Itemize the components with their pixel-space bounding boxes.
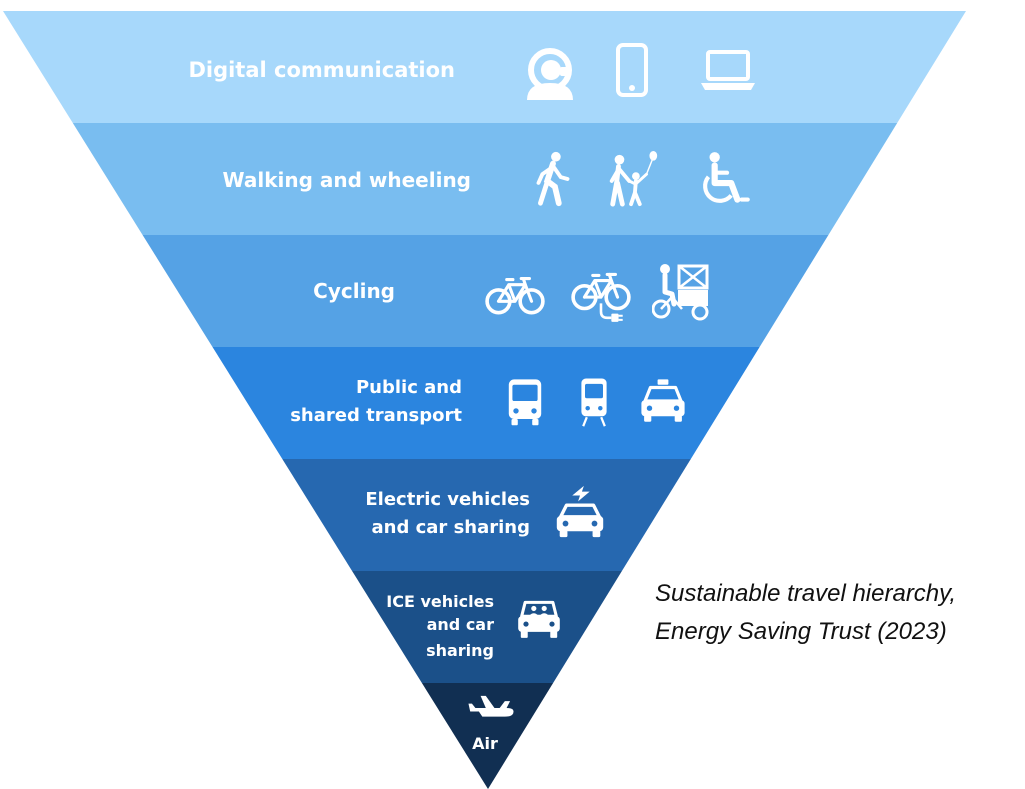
tier-digital-label: Digital communication [188, 58, 455, 82]
tier-digital: Digital communication [3, 11, 966, 123]
tier-ice-label: sharing [426, 641, 494, 660]
tier-air: Air [421, 683, 554, 789]
tier-public-band [212, 347, 760, 459]
tier-public: Public and shared transport [212, 347, 760, 459]
tier-cycling: Cycling [142, 235, 829, 347]
tier-air-label: Air [472, 734, 498, 753]
tier-cycling-band [142, 235, 829, 347]
source-caption: Sustainable travel hierarchy, Energy Sav… [655, 575, 1020, 651]
tier-electric-label: Electric vehicles [365, 489, 530, 510]
tier-electric-label: and car sharing [372, 517, 531, 538]
caption-line-1: Sustainable travel hierarchy, [655, 580, 957, 607]
tier-walking-label: Walking and wheeling [223, 168, 472, 192]
tier-walking-band [72, 123, 898, 235]
tier-ice-band [352, 571, 622, 683]
tier-walking: Walking and wheeling [72, 123, 898, 235]
tier-electric: Electric vehicles and car sharing [282, 459, 691, 571]
tier-ice-label: and car [427, 615, 494, 634]
tier-air-band [421, 683, 554, 789]
tier-digital-band [3, 11, 966, 123]
bus-icon [508, 379, 542, 426]
tier-public-label: shared transport [290, 405, 462, 426]
tier-ice-label: ICE vehicles [386, 592, 494, 611]
tier-public-label: Public and [356, 377, 462, 398]
tier-cycling-label: Cycling [313, 279, 395, 303]
tier-ice: ICE vehicles and car sharing [352, 571, 622, 683]
tier-electric-band [282, 459, 691, 571]
caption-line-2: Energy Saving Trust (2023) [655, 618, 947, 645]
